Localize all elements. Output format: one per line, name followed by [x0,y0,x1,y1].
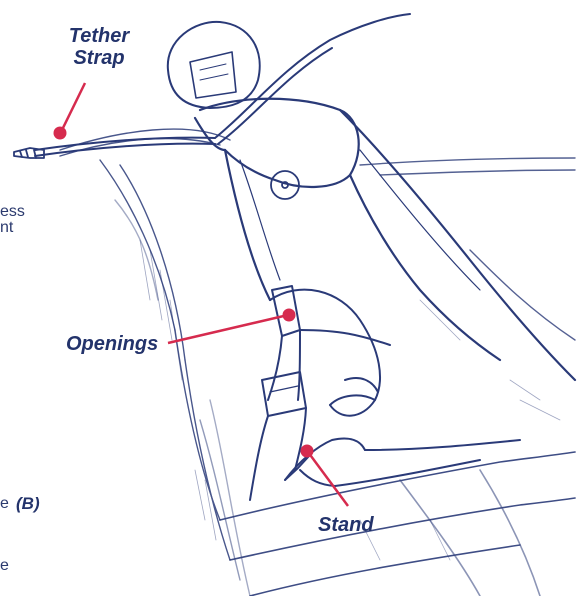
vehicle-headrest [168,22,260,108]
car-seat-shell [195,99,575,380]
label-stand: Stand [318,514,374,536]
text-fragment-3: e [0,496,9,512]
tether-hook [14,148,44,158]
vehicle-seat-back [60,129,250,596]
text-fragment-5: e [0,558,9,574]
label-tether-strap: Tether Strap [64,25,134,69]
car-seat-wing [270,290,380,416]
sketch-hatching [140,240,560,560]
callout-tether [54,83,86,140]
text-fragment-2: nt [0,220,13,236]
text-fragment-4: (B) [16,494,40,514]
label-tether-strap-line1: Tether [64,25,134,47]
label-openings: Openings [66,333,158,355]
text-fragment-1: ess [0,204,25,220]
vehicle-backline [360,158,575,340]
vehicle-seat-cushion [220,452,575,596]
label-tether-strap-line2: Strap [64,47,134,69]
